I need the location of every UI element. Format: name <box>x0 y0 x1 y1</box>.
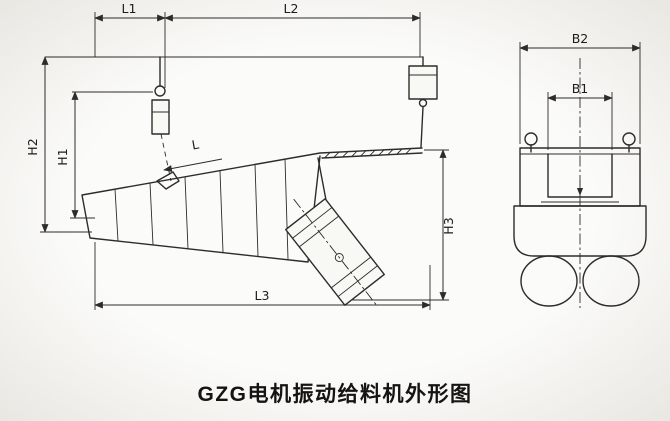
end-view-drawing: B2 B1 <box>513 31 647 308</box>
extension-lines <box>40 12 449 310</box>
dim-label-l2: L2 <box>284 1 299 16</box>
dim-label-l: L <box>190 137 199 153</box>
dim-label-h3: H3 <box>441 217 456 234</box>
end-view-extension-lines <box>519 42 641 150</box>
hanger-dashed-link <box>160 133 172 182</box>
lip-hatch <box>324 148 412 158</box>
side-view-drawing: L1 L2 H2 H1 L L3 H3 <box>25 1 456 310</box>
motor-end-left <box>520 255 578 307</box>
right-hanger <box>408 56 438 148</box>
dim-label-h1: H1 <box>55 148 70 165</box>
spring-box-link <box>420 106 424 148</box>
trough-hanger-bracket <box>156 171 180 190</box>
drawing-title: GZG电机振动给料机外形图 <box>198 382 473 406</box>
base-outline <box>513 205 647 257</box>
vibration-motor <box>285 198 385 306</box>
dim-label-l3: L3 <box>255 288 270 303</box>
motor-axis-centerline <box>293 198 377 306</box>
spring-box <box>408 65 438 100</box>
dim-line-l <box>163 158 223 172</box>
left-hanger <box>151 56 180 190</box>
motor-end-right <box>582 255 640 307</box>
dim-label-l1: L1 <box>122 1 137 16</box>
turnbuckle <box>151 99 170 135</box>
eyebolt-right-icon <box>622 132 636 146</box>
trough-ribs <box>114 158 289 260</box>
dim-label-h2: H2 <box>25 138 40 155</box>
motor-mount-link <box>317 157 327 201</box>
spring-box-pin-icon <box>418 98 428 108</box>
eyebolt-left-icon <box>524 132 538 146</box>
dim-label-b2: B2 <box>572 31 589 46</box>
dim-label-b1: B1 <box>572 81 589 96</box>
trough-section-inner <box>547 153 613 198</box>
hanger-hook-icon <box>154 85 166 97</box>
trough-outline <box>81 147 423 263</box>
